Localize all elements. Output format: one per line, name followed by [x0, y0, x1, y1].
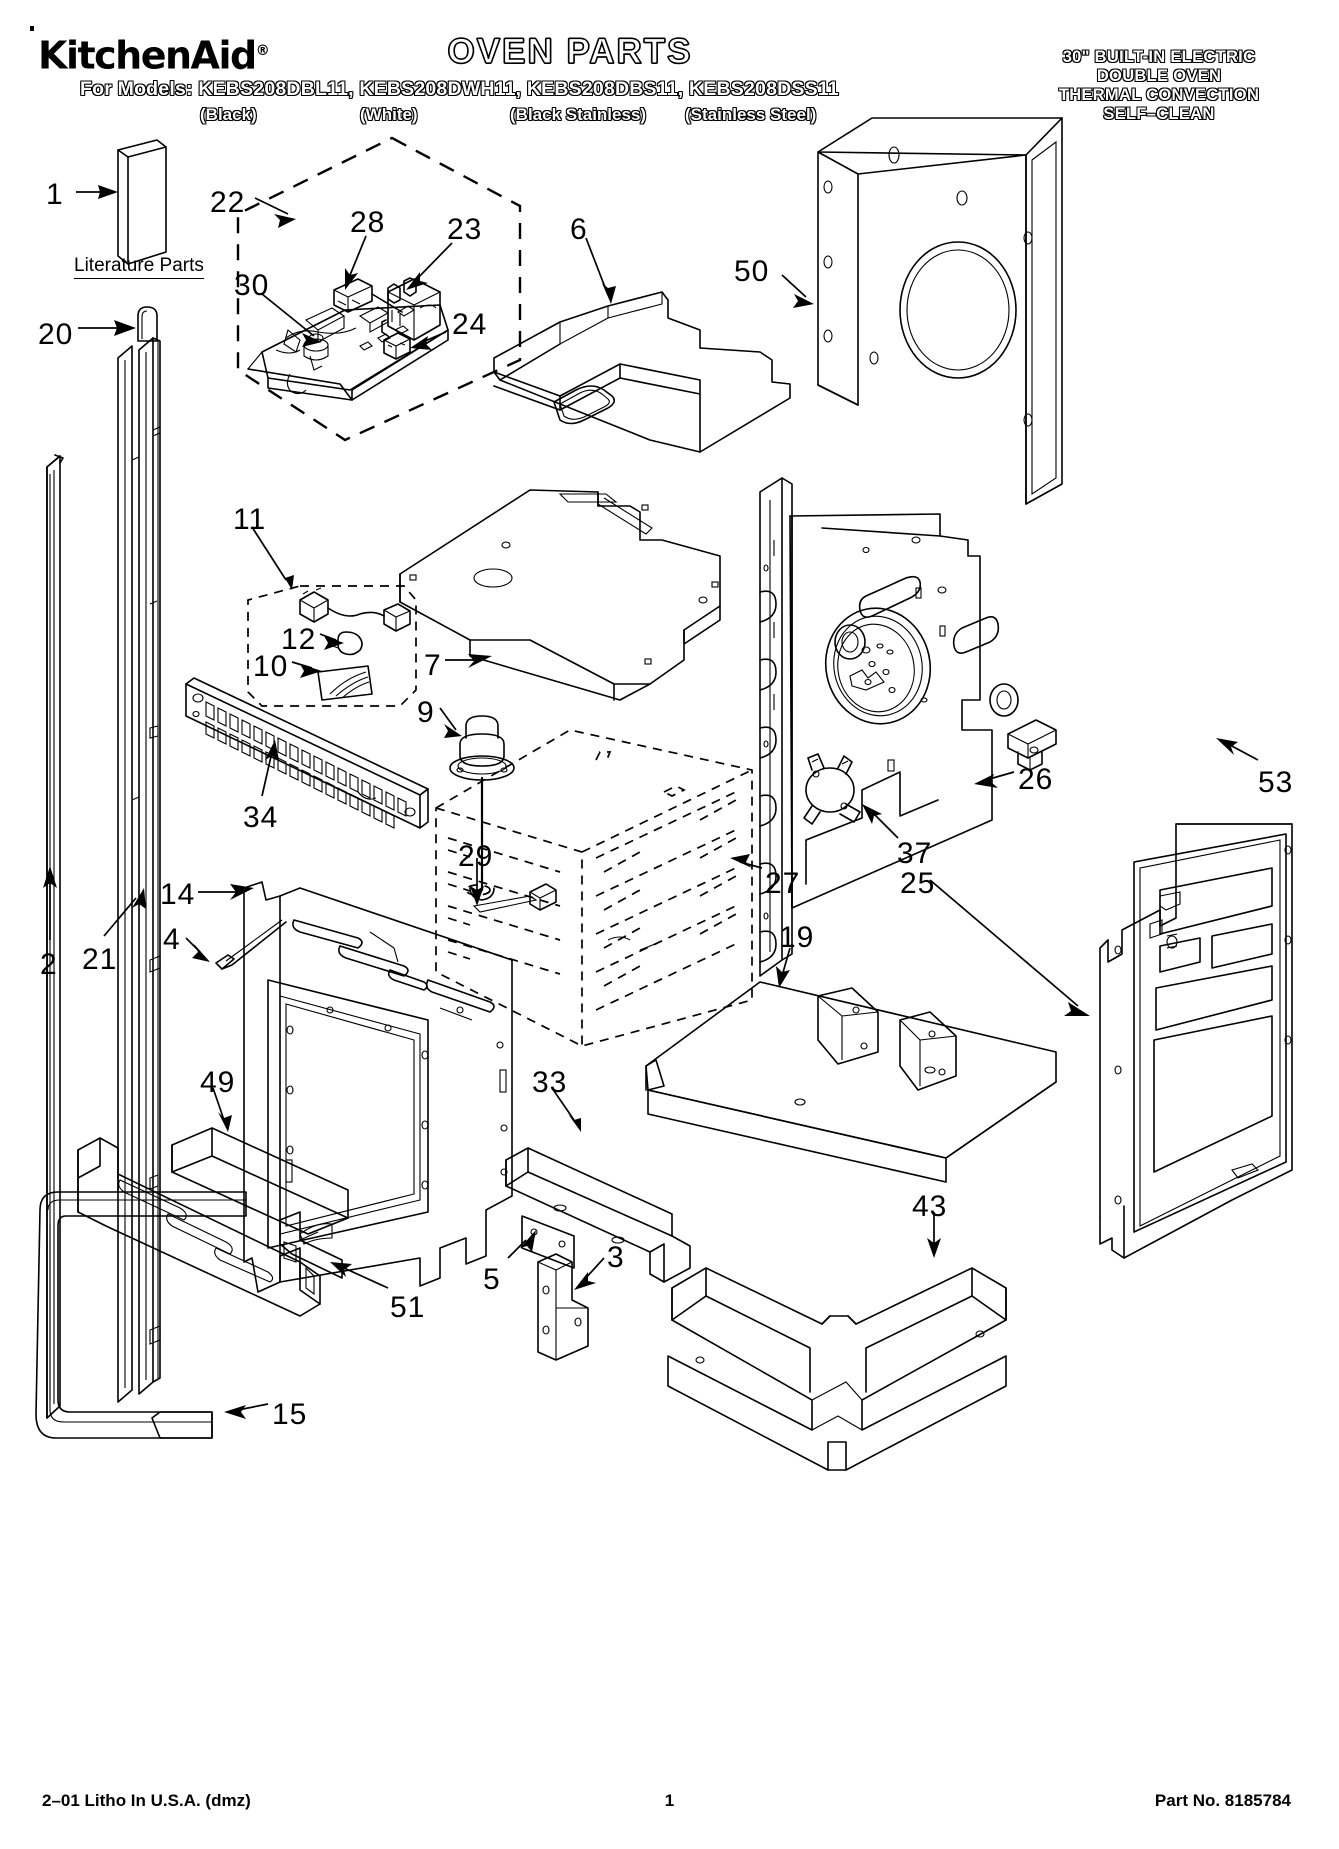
footer-page-number: 1	[664, 1791, 675, 1810]
literature-parts-label: Literature Parts	[74, 255, 204, 279]
callout-number-49: 49	[200, 1066, 236, 1099]
spec-line-2: DOUBLE OVEN	[1096, 67, 1222, 85]
callout-leaders	[43, 185, 1259, 1419]
part-51-door-trim	[77, 1137, 321, 1317]
callout-number-37: 37	[897, 837, 933, 870]
callout-number-29: 29	[458, 840, 494, 873]
part-27-oven-cavity	[435, 729, 753, 1047]
part-7-top-shield	[399, 489, 721, 701]
part-12-lamp-socket	[299, 587, 411, 656]
part-15-door-gasket	[35, 1191, 247, 1439]
callout-number-5: 5	[483, 1263, 501, 1296]
callout-number-22: 22	[210, 186, 246, 219]
spec-line-4: SELF–CLEAN	[1103, 105, 1215, 123]
part-53-clip	[1007, 719, 1057, 771]
part-21-side-rail	[117, 337, 161, 1403]
page-footer: 2–01 Litho In U.S.A. (dmz) 1 Part No. 81…	[0, 1791, 1339, 1813]
registration-tick	[30, 26, 34, 31]
callout-number-26: 26	[1018, 763, 1054, 796]
color-variant-black-stainless: (Black Stainless)	[510, 105, 647, 124]
part-50-rear-panel	[817, 117, 1063, 505]
callout-number-6: 6	[570, 213, 588, 246]
callout-number-3: 3	[607, 1241, 625, 1274]
part-26-oven-side-rail	[759, 477, 793, 977]
callout-number-30: 30	[234, 269, 270, 302]
part-1-literature	[117, 139, 167, 265]
spec-line-3: THERMAL CONVECTION	[1058, 86, 1260, 104]
callout-number-28: 28	[350, 206, 386, 239]
callout-number-11: 11	[233, 503, 267, 536]
part-25-access-panel	[1099, 823, 1293, 1259]
part-6-air-deflector	[493, 291, 791, 453]
callout-number-14: 14	[160, 878, 196, 911]
part-5-corner-bracket	[521, 1215, 575, 1269]
part-24-connector	[383, 332, 411, 360]
brand-name: KitchenAid	[38, 33, 257, 78]
callout-number-9: 9	[417, 696, 435, 729]
part-4-screw	[215, 919, 287, 970]
assembly-22-dashed-box	[236, 136, 522, 442]
callout-number-33: 33	[532, 1066, 568, 1099]
callout-number-25: 25	[900, 867, 936, 900]
part-9-temperature-sensor	[449, 715, 515, 901]
callout-number-50: 50	[734, 255, 770, 288]
footer-litho-info: 2–01 Litho In U.S.A. (dmz)	[42, 1791, 251, 1810]
callout-number-2: 2	[40, 948, 58, 981]
color-variant-black: (Black)	[200, 105, 257, 124]
callout-number-43: 43	[912, 1190, 948, 1223]
callout-number-7: 7	[424, 649, 442, 682]
callout-number-53: 53	[1258, 766, 1294, 799]
callout-number-20: 20	[38, 318, 74, 351]
part-37-thermal-switch	[803, 753, 861, 825]
color-variant-stainless-steel: (Stainless Steel)	[685, 105, 817, 124]
callout-number-1: 1	[46, 178, 64, 211]
callout-number-27: 27	[765, 867, 801, 900]
color-variant-white: (White)	[360, 105, 418, 124]
callout-number-12: 12	[281, 623, 317, 656]
part-23-relay	[381, 277, 441, 341]
assembly-11-lamp-dashed-box	[247, 585, 417, 707]
callout-number-51: 51	[390, 1291, 426, 1324]
part-29-wire-harness	[472, 883, 557, 913]
color-variants-row: (Black) (White) (Black Stainless) (Stainles…	[200, 105, 900, 125]
page-title: OVEN PARTS	[447, 31, 693, 71]
part-49-bottom-rail	[171, 1127, 349, 1279]
footer-part-number: Part No. 8185784	[1154, 1791, 1291, 1810]
models-line: For Models: KEBS208DBL11, KEBS208DWH11, …	[80, 78, 839, 100]
part-3-mounting-bracket	[537, 1253, 589, 1361]
part-20-cap	[137, 306, 158, 342]
callout-number-34: 34	[243, 801, 279, 834]
callout-number-24: 24	[452, 308, 488, 341]
callout-number-4: 4	[163, 923, 181, 956]
callout-number-19: 19	[779, 921, 815, 954]
callout-number-21: 21	[82, 943, 118, 976]
part-28-switch	[333, 278, 403, 313]
callout-number-10: 10	[253, 650, 289, 683]
part-14-front-frame	[243, 881, 513, 1293]
part-33-bottom-brace	[505, 1147, 691, 1283]
callout-number-23: 23	[447, 213, 483, 246]
part-43-base-frame	[667, 1267, 1007, 1471]
part-10-lamp-lens	[317, 665, 373, 701]
model-spec-block: 30" BUILT-IN ELECTRIC DOUBLE OVEN THERMA…	[999, 48, 1319, 124]
registered-trademark-icon: ®	[255, 43, 270, 59]
part-30-control-bracket	[247, 304, 449, 401]
spec-line-1: 30" BUILT-IN ELECTRIC	[1062, 48, 1256, 66]
part-19-bottom-panel	[645, 981, 1057, 1183]
brand-logo: KitchenAid®	[38, 30, 368, 77]
part-34-vent-grille	[185, 677, 429, 829]
callout-number-15: 15	[272, 1398, 308, 1431]
